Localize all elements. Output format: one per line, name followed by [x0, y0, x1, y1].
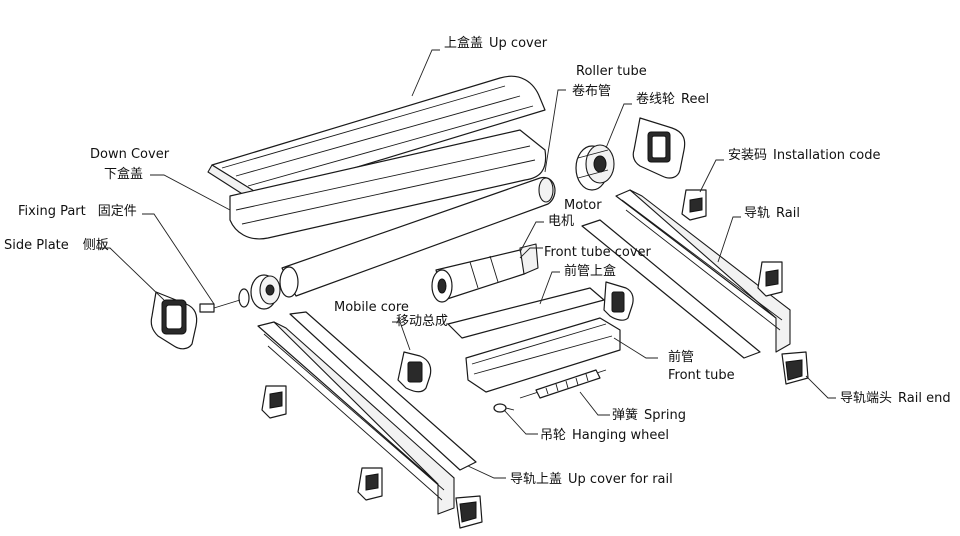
fixing-part [199, 288, 250, 313]
label-fixing-part-en: Fixing Part [18, 204, 86, 219]
label-rail-cn: 导轨 [744, 206, 771, 221]
label-side-plate: Side Plate 侧板 [4, 238, 109, 253]
label-rail-end: 导轨端头 Rail end [840, 391, 951, 406]
leader-lines [96, 49, 836, 479]
front-tube-part [465, 317, 621, 393]
up-cover-for-rail-part [289, 311, 477, 471]
side-plate-small-part [603, 281, 634, 321]
label-reel: 卷线轮 Reel [636, 92, 709, 107]
label-up-cover-for-rail: 导轨上盖 Up cover for rail [510, 472, 673, 487]
label-up-cover-for-rail-cn: 导轨上盖 [510, 472, 563, 487]
label-hanging-wheel-cn: 吊轮 [540, 428, 567, 443]
label-down-cover-cn: 下盒盖 [104, 167, 144, 182]
label-front-tube-cover-cn: 前管上盒 [564, 264, 617, 279]
reel-part [575, 144, 615, 191]
label-mobile-core-cn: 移动总成 [396, 314, 449, 329]
label-front-tube-cn: 前管 [668, 350, 695, 365]
installation-code-lower-part [357, 467, 383, 501]
front-tube-cover-part [447, 287, 605, 339]
label-motor-en: Motor [564, 198, 602, 213]
label-up-cover-cn: 上盒盖 [444, 36, 484, 51]
label-mobile-core-en: Mobile core [334, 300, 409, 315]
label-reel-en: Reel [681, 92, 710, 107]
label-down-cover-en: Down Cover [90, 147, 170, 162]
label-roller-tube-en: Roller tube [576, 64, 647, 79]
rail-end-lower-part [455, 495, 483, 529]
installation-code-left-part [261, 385, 287, 419]
label-motor-cn: 电机 [548, 214, 575, 229]
roller-end-cap-part [250, 274, 281, 310]
label-hanging-wheel-en: Hanging wheel [572, 428, 669, 443]
label-rail-en: Rail [776, 206, 800, 221]
rail-end-part [781, 351, 809, 385]
label-rail: 导轨 Rail [744, 206, 800, 221]
label-rail-end-cn: 导轨端头 [840, 391, 893, 406]
label-side-plate-en: Side Plate [4, 238, 69, 253]
mobile-core-part [397, 351, 432, 393]
label-reel-cn: 卷线轮 [636, 92, 676, 107]
label-roller-tube-cn: 卷布管 [572, 84, 612, 99]
motor-part [431, 243, 539, 303]
label-installation-code: 安装码 Installation code [728, 148, 881, 163]
label-spring: 弹簧 Spring [612, 408, 686, 423]
installation-code-top-part [681, 189, 707, 221]
label-hanging-wheel: 吊轮 Hanging wheel [540, 428, 669, 443]
label-installation-code-cn: 安装码 [728, 148, 768, 163]
hanging-wheel-part [493, 403, 515, 413]
label-installation-code-en: Installation code [773, 148, 881, 163]
label-spring-en: Spring [644, 408, 686, 423]
label-up-cover: 上盒盖 Up cover [444, 36, 547, 51]
side-plate-left-part [150, 291, 198, 350]
label-fixing-part: Fixing Part 固定件 [18, 204, 137, 219]
label-spring-cn: 弹簧 [612, 408, 639, 423]
label-up-cover-en: Up cover [489, 36, 548, 51]
label-rail-end-en: Rail end [898, 391, 951, 406]
rail-cover-strip-part [581, 219, 761, 359]
label-fixing-part-cn: 固定件 [97, 204, 137, 219]
installation-code-right-part [757, 261, 783, 297]
label-front-tube-en: Front tube [668, 368, 735, 383]
rail-part [615, 189, 791, 353]
roller-tube-part [279, 177, 556, 298]
spring-part [519, 369, 607, 399]
label-side-plate-cn: 侧板 [82, 238, 109, 253]
side-plate-right-part [632, 117, 686, 179]
label-up-cover-for-rail-en: Up cover for rail [568, 472, 673, 487]
rail-left-part [257, 321, 455, 515]
down-cover-part [229, 129, 547, 240]
label-front-tube-cover-en: Front tube cover [544, 245, 651, 260]
